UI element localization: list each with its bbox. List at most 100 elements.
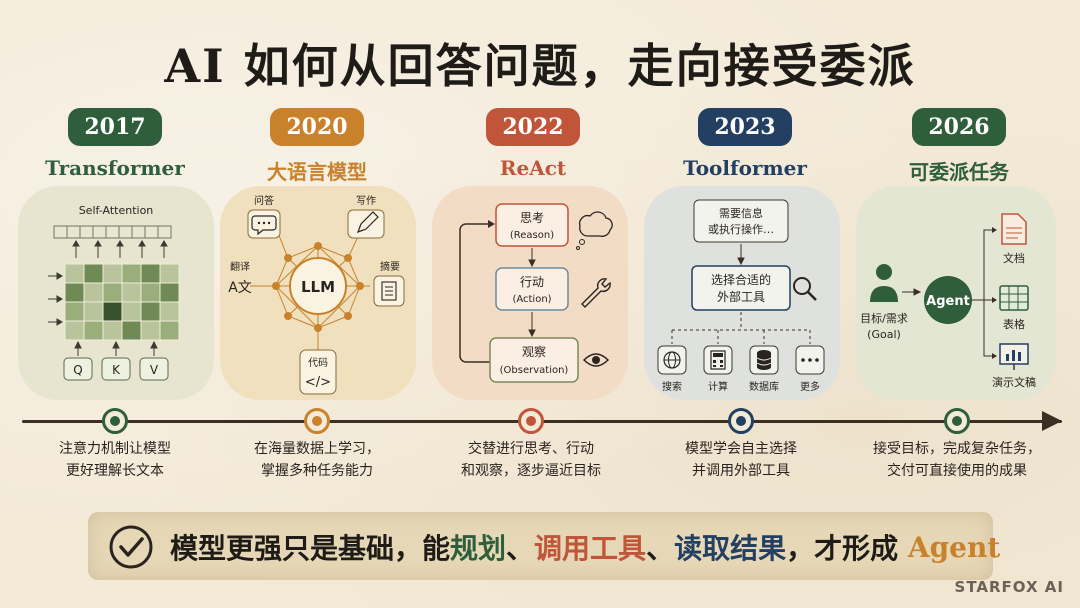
observe-box: 观察 (Observation) bbox=[489, 337, 579, 383]
write-label: 写作 bbox=[356, 195, 376, 207]
eye-icon bbox=[582, 353, 610, 367]
translate-icon: A文 bbox=[228, 280, 252, 296]
stage-2017: 2017 Transformer bbox=[10, 108, 220, 180]
desc-2026-line2: 交付可直接使用的成果 bbox=[887, 463, 1027, 479]
side-arrows bbox=[48, 272, 63, 326]
keyword-agent: Agent bbox=[907, 530, 1001, 564]
goal-sublabel: (Goal) bbox=[867, 328, 901, 341]
goal-to-agent-arrow bbox=[902, 288, 922, 296]
qa-label: 问答 bbox=[254, 194, 274, 207]
tool-more-label: 更多 bbox=[800, 380, 820, 393]
summary-label: 摘要 bbox=[380, 260, 400, 273]
calculator-icon bbox=[710, 350, 726, 370]
panel-llm: LLM 问答 写作 翻译 A文 摘要 bbox=[220, 186, 416, 400]
keyword-tools: 调用工具 bbox=[534, 532, 647, 565]
year-badge-2023: 2023 bbox=[698, 108, 792, 146]
tool-calc: 计算 bbox=[703, 345, 733, 393]
desc-2022-line2: 和观察，逐步逼近目标 bbox=[461, 463, 601, 479]
summary-text: 模型更强只是基础，能 规划 、 调用工具 、 读取结果 ，才形成 Agent bbox=[170, 521, 1000, 573]
desc-2017-line2: 更好理解长文本 bbox=[66, 463, 164, 479]
stage-title-transformer: Transformer bbox=[45, 156, 185, 180]
token-row bbox=[53, 225, 172, 239]
output-slides: 演示文稿 bbox=[992, 343, 1036, 389]
presentation-icon bbox=[999, 343, 1029, 370]
stage-title-react: ReAct bbox=[499, 156, 567, 180]
tool-search: 搜索 bbox=[657, 345, 687, 393]
spreadsheet-icon bbox=[999, 285, 1029, 311]
desc-2023-line2: 并调用外部工具 bbox=[692, 463, 790, 479]
output-sheet: 表格 bbox=[999, 285, 1029, 331]
brand-watermark: STARFOX AI bbox=[954, 578, 1064, 596]
desc-2022-line1: 交替进行思考、行动 bbox=[468, 441, 594, 457]
panel-agent: 目标/需求 (Goal) Agent 文档 bbox=[856, 186, 1056, 400]
act-label: 行动 bbox=[520, 275, 544, 289]
desc-2023-line1: 模型学会自主选择 bbox=[685, 441, 797, 457]
stage-title-toolformer: Toolformer bbox=[683, 156, 807, 180]
code-label: 代码 bbox=[308, 357, 328, 369]
output-document-label: 文档 bbox=[1003, 251, 1025, 265]
qa-task: 问答 bbox=[247, 194, 281, 239]
attention-matrix bbox=[64, 263, 180, 341]
llm-network-nodes bbox=[272, 242, 364, 332]
year-badge-2022: 2022 bbox=[486, 108, 580, 146]
desc-2026: 接受目标，完成复杂任务， 交付可直接使用的成果 bbox=[842, 438, 1072, 482]
database-icon bbox=[756, 350, 772, 370]
timeline-node-2026 bbox=[944, 408, 970, 434]
observe-label: 观察 bbox=[522, 345, 546, 359]
stage-title-delegation: 可委派任务 bbox=[909, 160, 1009, 184]
desc-2026-line1: 接受目标，完成复杂任务， bbox=[873, 441, 1041, 457]
tool-database: 数据库 bbox=[749, 345, 779, 393]
llm-label: LLM bbox=[301, 278, 335, 296]
timeline-node-2023 bbox=[728, 408, 754, 434]
desc-2020: 在海量数据上学习， 掌握多种任务能力 bbox=[202, 438, 432, 482]
stage-2023: 2023 Toolformer bbox=[640, 108, 850, 180]
stage-2020: 2020 大语言模型 bbox=[212, 108, 422, 185]
check-circle-icon bbox=[109, 525, 153, 569]
desc-2022: 交替进行思考、行动 和观察，逐步逼近目标 bbox=[416, 438, 646, 482]
react-loop bbox=[459, 220, 495, 363]
write-task: 写作 bbox=[347, 195, 385, 239]
output-document: 文档 bbox=[1001, 213, 1027, 265]
goal-label: 目标/需求 bbox=[860, 311, 908, 325]
self-attention-caption: Self-Attention bbox=[79, 204, 154, 217]
document-lines-icon bbox=[381, 281, 397, 301]
year-badge-2020: 2020 bbox=[270, 108, 364, 146]
need-to-select-arrow bbox=[737, 244, 745, 266]
summary-sep2: 、 bbox=[646, 532, 675, 565]
think-to-act-arrow bbox=[528, 248, 536, 268]
desc-2023: 模型学会自主选择 并调用外部工具 bbox=[626, 438, 856, 482]
tool-more: 更多 bbox=[795, 345, 825, 393]
panel-react: 思考 (Reason) 行动 (Action) 观察 (Observation) bbox=[432, 186, 628, 400]
tool-branches bbox=[671, 312, 811, 344]
output-slides-label: 演示文稿 bbox=[992, 375, 1036, 389]
select-tool-box: 选择合适的 外部工具 bbox=[691, 265, 791, 311]
need-info-line2: 或执行操作… bbox=[708, 222, 774, 236]
act-box: 行动 (Action) bbox=[495, 267, 569, 311]
output-arrowheads bbox=[992, 227, 997, 359]
desc-2020-line1: 在海量数据上学习， bbox=[254, 441, 380, 457]
pencil-icon bbox=[356, 211, 379, 234]
code-icon: </> bbox=[305, 375, 331, 390]
agent-output-branches bbox=[972, 229, 992, 357]
need-info-box: 需要信息 或执行操作… bbox=[693, 199, 789, 243]
agent-label: Agent bbox=[926, 294, 970, 309]
stage-2022: 2022 ReAct bbox=[428, 108, 638, 180]
keyword-read-results: 读取结果 bbox=[674, 532, 787, 565]
k-label: K bbox=[112, 363, 121, 377]
tool-search-label: 搜索 bbox=[662, 380, 682, 393]
summary-sep1: 、 bbox=[506, 532, 535, 565]
output-sheet-label: 表格 bbox=[1003, 317, 1025, 331]
stage-2026: 2026 可委派任务 bbox=[854, 108, 1064, 185]
up-arrows bbox=[72, 240, 168, 258]
llm-center: LLM bbox=[289, 257, 347, 315]
select-tool-line1: 选择合适的 bbox=[711, 272, 771, 287]
act-to-observe-arrow bbox=[528, 312, 536, 338]
timeline-arrow-icon bbox=[1042, 411, 1062, 431]
globe-icon bbox=[663, 351, 681, 369]
select-tool-line2: 外部工具 bbox=[717, 289, 765, 304]
panel-self-attention: Self-Attention bbox=[18, 186, 214, 400]
desc-2017-line1: 注意力机制让模型 bbox=[59, 441, 171, 457]
think-label: 思考 bbox=[520, 211, 544, 225]
desc-2020-line2: 掌握多种任务能力 bbox=[261, 463, 373, 479]
need-info-line1: 需要信息 bbox=[719, 206, 763, 220]
